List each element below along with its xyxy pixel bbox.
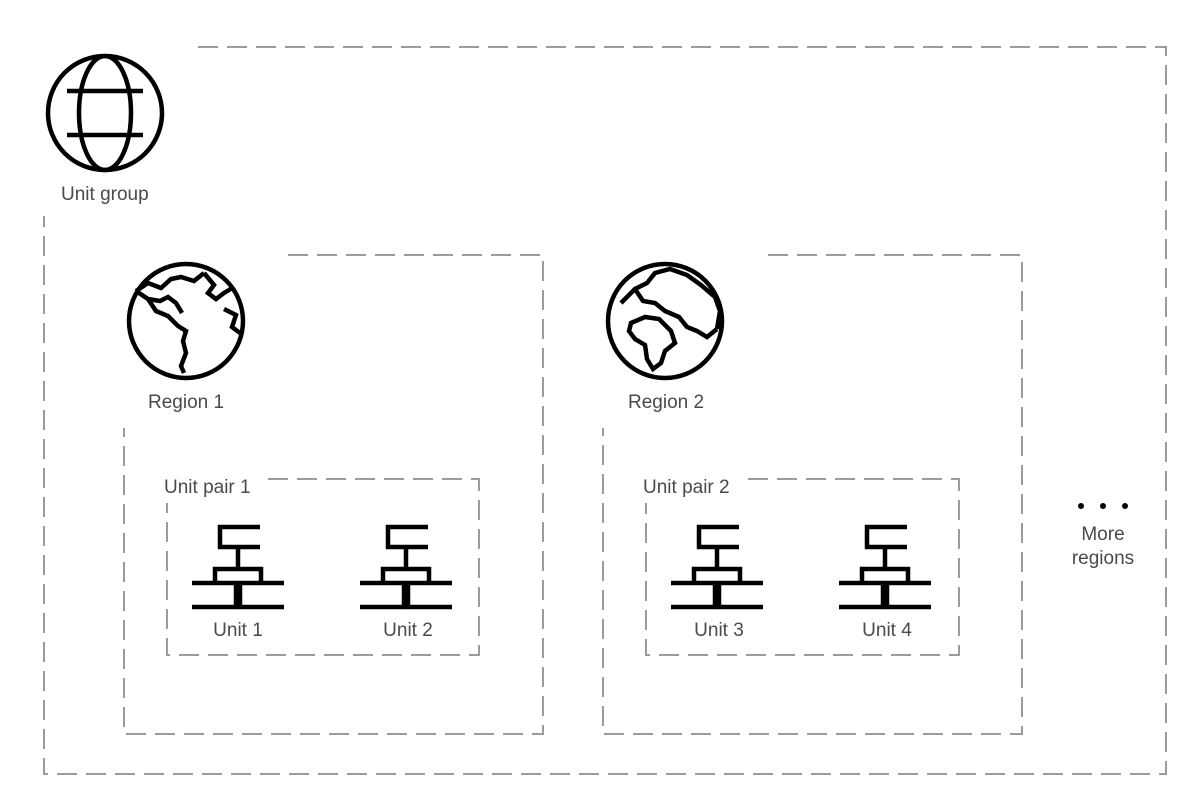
region-2-label: Region 2 xyxy=(628,392,704,413)
network-hierarchy-icon xyxy=(192,524,284,610)
regions-label: regions xyxy=(1072,548,1134,569)
network-hierarchy-icon xyxy=(839,524,931,610)
earth-americas-icon xyxy=(126,261,246,381)
region-1-label: Region 1 xyxy=(148,392,224,413)
globe-icon xyxy=(45,53,165,173)
unit-pair-1-border xyxy=(166,478,480,656)
unit-4-label: Unit 4 xyxy=(862,620,912,641)
network-hierarchy-icon xyxy=(671,524,763,610)
unit-pair-2-border xyxy=(645,478,960,656)
ellipsis-icon xyxy=(1078,503,1128,509)
unit-group-label: Unit group xyxy=(61,184,149,205)
network-hierarchy-icon xyxy=(360,524,452,610)
earth-africa-icon xyxy=(605,261,725,381)
unit-pair-1-label: Unit pair 1 xyxy=(164,477,251,498)
more-label: More xyxy=(1081,524,1124,545)
unit-pair-2-label: Unit pair 2 xyxy=(643,477,730,498)
unit-2-label: Unit 2 xyxy=(383,620,433,641)
unit-group-border xyxy=(43,46,1167,775)
unit-1-label: Unit 1 xyxy=(213,620,263,641)
unit-3-label: Unit 3 xyxy=(694,620,744,641)
region-2-border xyxy=(602,254,1023,735)
region-1-border xyxy=(123,254,544,735)
